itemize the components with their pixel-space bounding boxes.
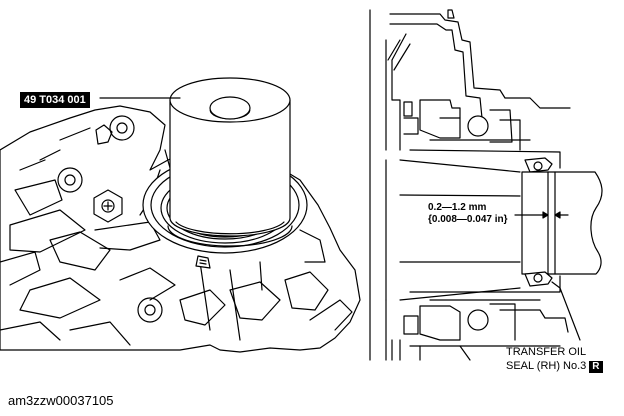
tool-number-label: 49 T034 001 [20,92,90,108]
dimension-mm: 0.2—1.2 mm [428,202,487,213]
cross-section-drawing [369,9,603,361]
seal-label-text: SEAL (RH) No.3 [506,360,587,372]
seal-label-line1: TRANSFER OIL [506,346,587,358]
seal-leader-line [551,281,581,341]
installer-tool-drawing [167,77,293,247]
figure-code: am3zzw00037105 [8,393,114,408]
dimension-inch: {0.008—0.047 in} [428,214,508,225]
dimension-marks [514,211,569,219]
right-side-badge: R [589,361,603,373]
